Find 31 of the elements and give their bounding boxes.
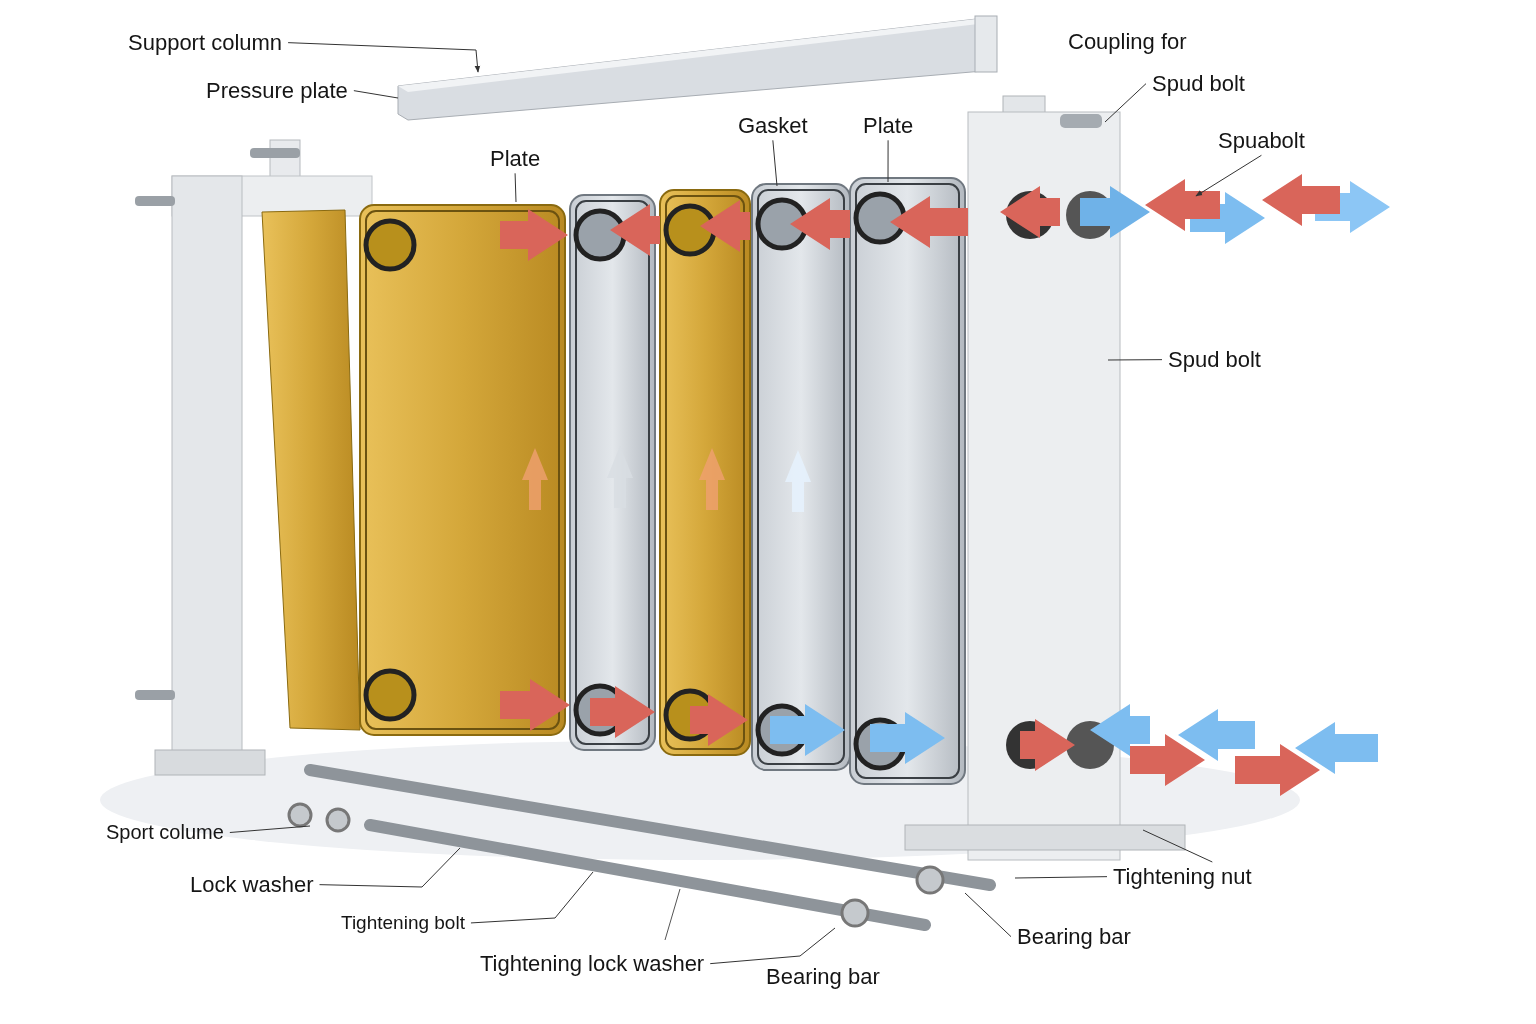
part-label: Spuabolt [1218,128,1305,154]
leader-line [1014,876,1108,879]
part-label: Bearing bar [1017,924,1131,950]
leader-line [1142,829,1213,863]
leader-line [1195,154,1262,197]
leader-line [287,42,481,73]
part-label: Plate [490,146,541,172]
part-label: Tightening lock washer [480,951,705,977]
leader-line [887,139,889,183]
part-label: Sport colume [106,821,224,844]
part-label: Lock washer [190,872,314,898]
part-label: Spud bolt [1168,347,1261,373]
leader-line [470,871,594,924]
part-label: Tightening bolt [341,912,465,934]
part-label: Plate [863,113,914,139]
leader-line [353,90,399,99]
part-label: Pressure plate [206,78,348,104]
leader-line [964,892,1012,938]
leader-line [1107,359,1163,361]
leader-line [709,927,836,965]
part-label: Bearing bar [766,964,880,990]
leader-line [319,847,461,888]
part-label: Gasket [738,113,808,139]
part-label: Coupling for [1068,29,1187,55]
part-label: Support column [128,30,283,56]
leader-line [229,825,311,833]
leader-line [514,172,517,203]
part-label: Spud bolt [1152,71,1245,97]
leader-line [1104,83,1147,123]
part-label: Tightening nut [1113,864,1252,890]
leader-line [772,139,778,187]
